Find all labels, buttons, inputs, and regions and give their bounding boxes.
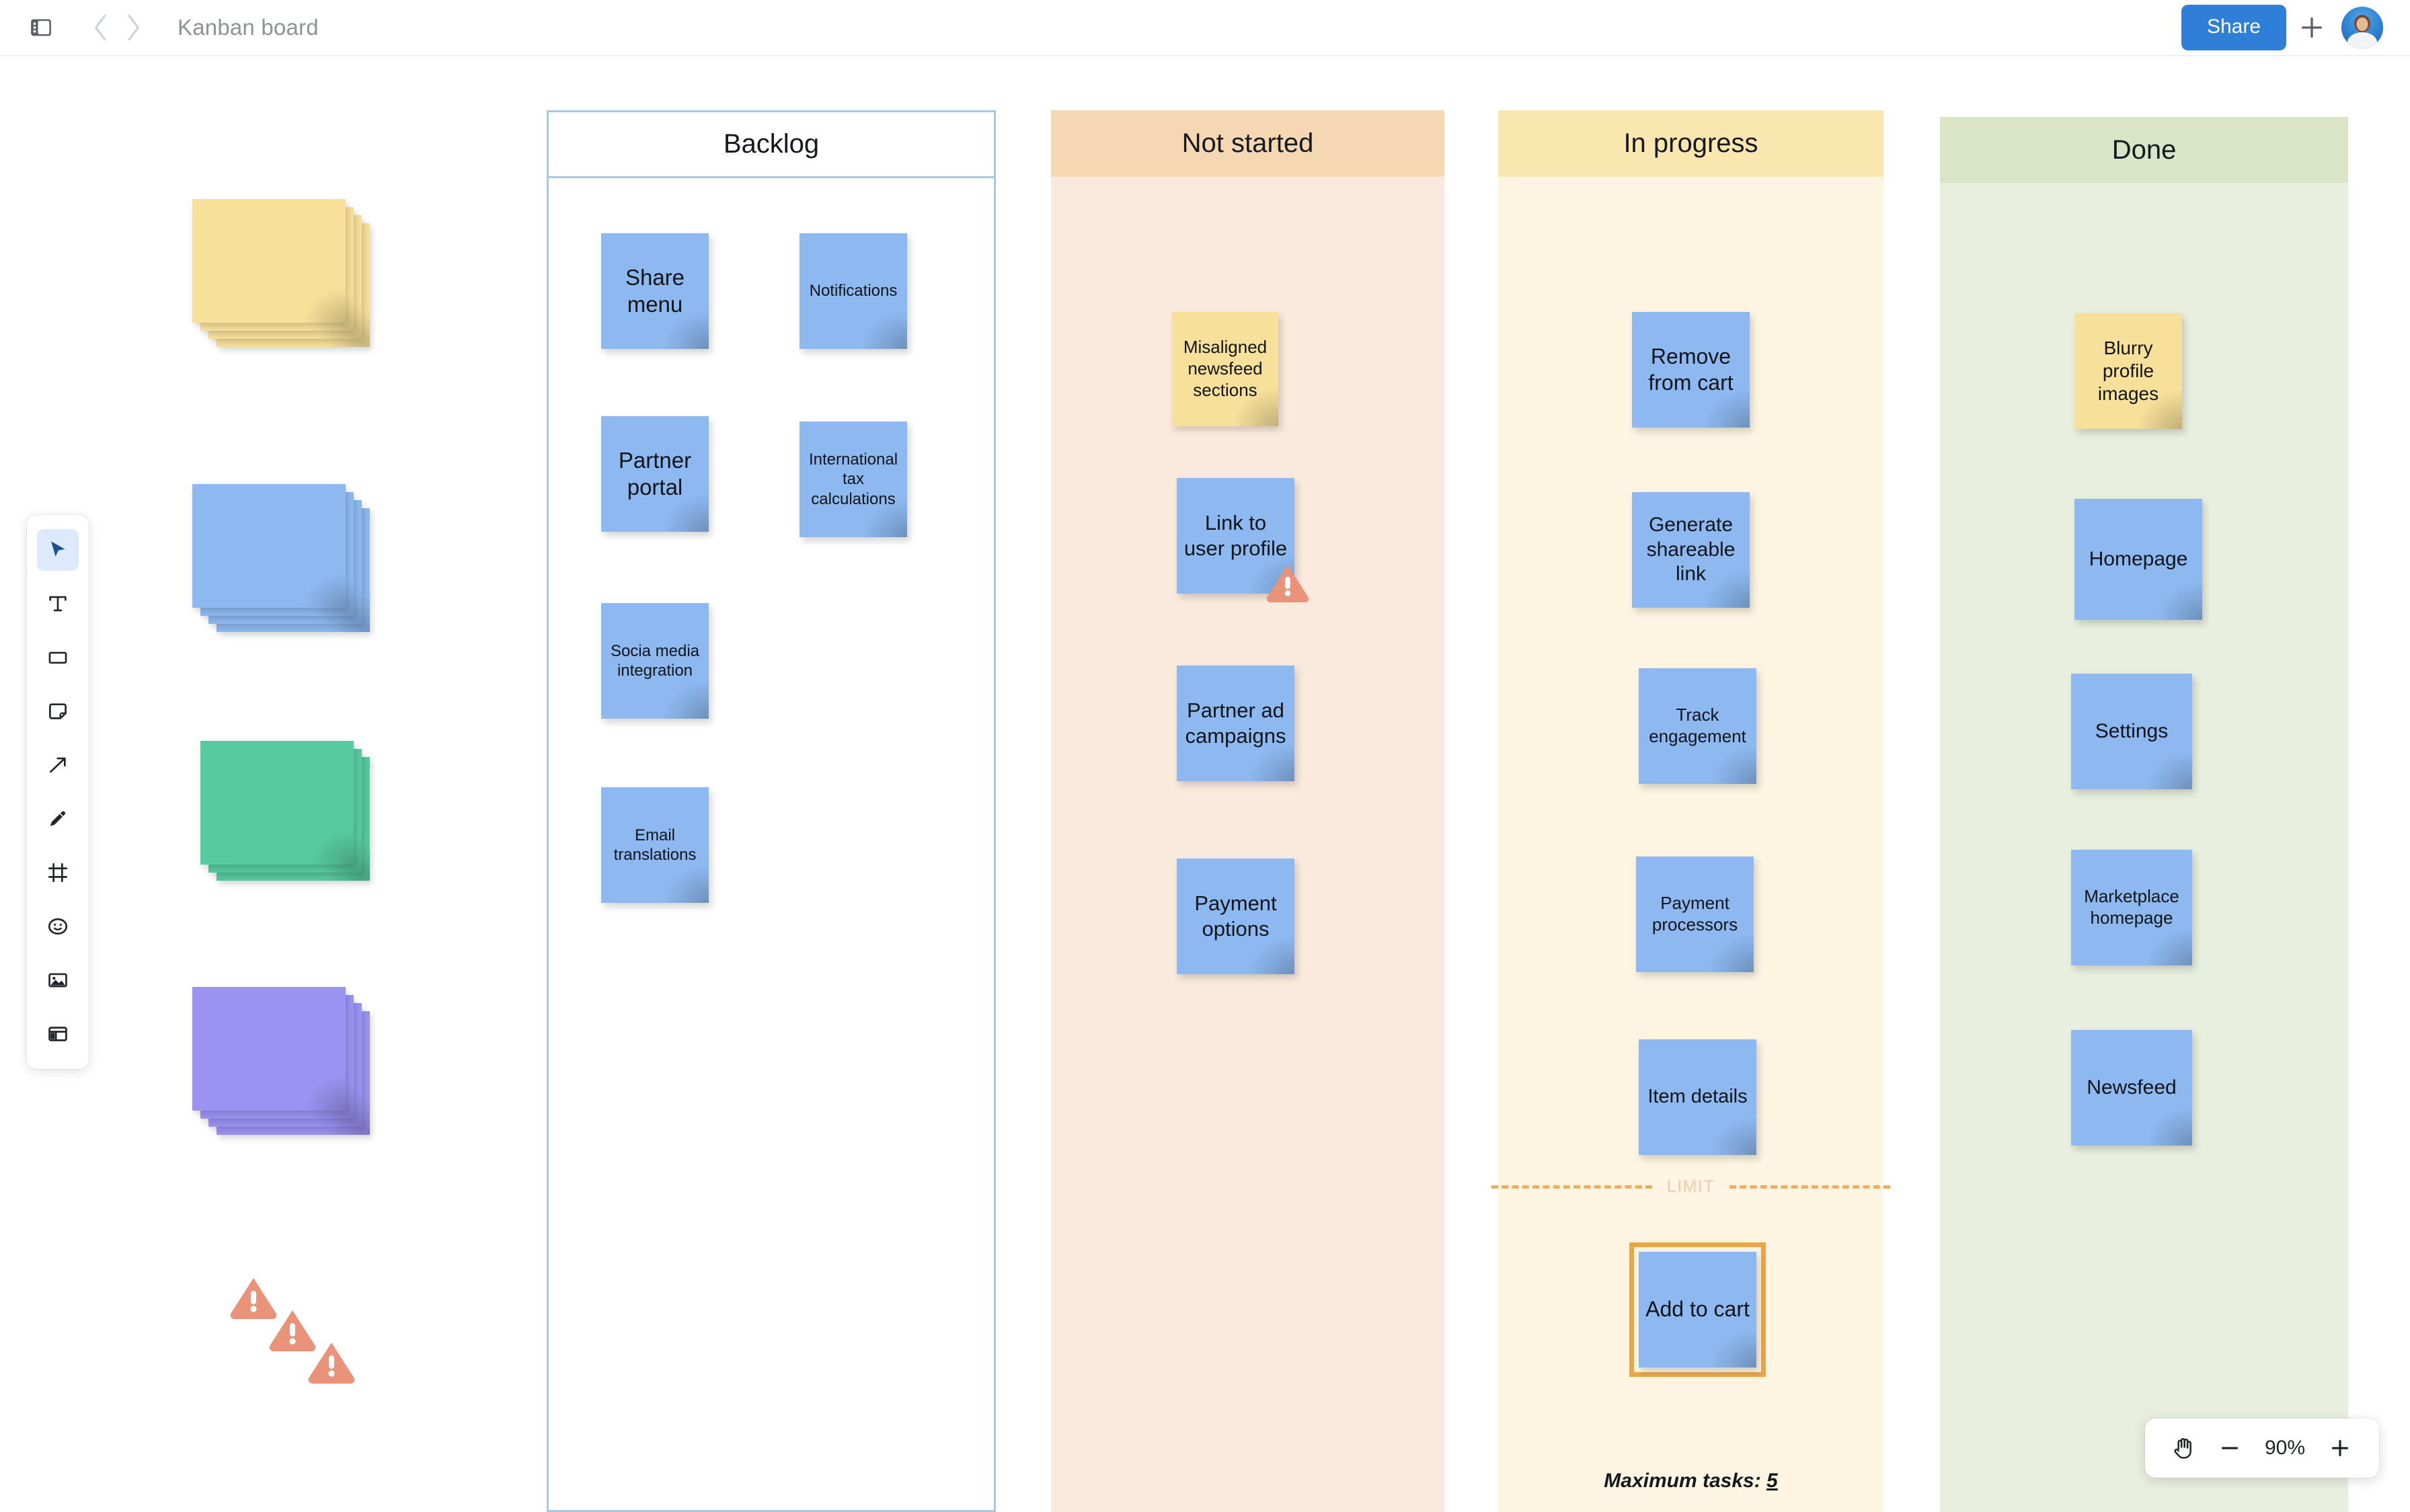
sticky-note[interactable]: Blurry profile images <box>2074 313 2182 429</box>
sticky-note[interactable]: Email translations <box>601 787 709 903</box>
pencil-tool[interactable] <box>27 792 89 846</box>
sticky-note[interactable]: Track engagement <box>1639 668 1756 784</box>
column-title: Not started <box>1181 128 1314 158</box>
sticky-note[interactable]: Payment options <box>1177 859 1294 974</box>
column-header-not-started[interactable]: Not started <box>1051 110 1444 177</box>
sticky-note[interactable]: Newsfeed <box>2071 1030 2192 1146</box>
column-header-in-progress[interactable]: In progress <box>1498 110 1883 177</box>
frame-tool[interactable] <box>27 846 89 900</box>
sticky-note-text: Notifications <box>809 282 898 301</box>
sticky-note[interactable]: Settings <box>2071 674 2192 789</box>
max-tasks-label[interactable]: Maximum tasks: 5 <box>1498 1470 1883 1493</box>
share-button[interactable]: Share <box>2181 5 2286 50</box>
sticky-note-text: Blurry profile images <box>2097 337 2159 405</box>
sticky-note[interactable]: Socia media integration <box>601 603 709 719</box>
sticky-note-text: Remove from cart <box>1648 344 1734 395</box>
selection-frame[interactable] <box>1629 1242 1766 1377</box>
board-column-not-started[interactable]: Not started Misaligned newsfeed sections… <box>1051 110 1444 1512</box>
sticky-note[interactable]: Add to cart <box>1639 1252 1756 1367</box>
sticky-note-text: Payment options <box>1194 891 1277 941</box>
purple-sticky-stack[interactable] <box>192 987 370 1135</box>
limit-label: LIMIT <box>1666 1177 1715 1196</box>
sticky-note-tool[interactable] <box>27 684 89 738</box>
max-tasks-value[interactable]: 5 <box>1766 1470 1778 1492</box>
board-column-backlog[interactable]: Backlog Share menu Notifications Partner… <box>547 110 996 1512</box>
column-header-backlog[interactable]: Backlog <box>549 112 994 178</box>
zoom-in-button[interactable] <box>2319 1427 2362 1470</box>
sticky-note-text: Misaligned newsfeed sections <box>1183 337 1268 400</box>
avatar[interactable] <box>2341 7 2383 48</box>
sticky-note-text: Settings <box>2095 719 2169 742</box>
sticky-note-text: Homepage <box>2089 547 2188 570</box>
sticky-note-text: Share menu <box>625 264 685 317</box>
sticky-note[interactable]: Notifications <box>800 233 907 349</box>
sticky-note-text: Track engagement <box>1649 705 1746 746</box>
warning-triangle-icon[interactable] <box>307 1339 356 1387</box>
image-tool[interactable] <box>27 953 89 1007</box>
sticky-note[interactable]: International tax calculations <box>800 422 907 537</box>
text-tool[interactable] <box>27 577 89 631</box>
column-title: Backlog <box>723 129 820 159</box>
sticky-note[interactable]: Link to user profile <box>1177 478 1309 603</box>
smiley-tool[interactable] <box>27 900 89 953</box>
sticky-note-text: Generate shareable link <box>1646 514 1736 586</box>
sticky-note-text: International tax calculations <box>808 450 898 508</box>
sticky-note-text: Marketplace homepage <box>2084 886 2179 928</box>
warning-triangle-icon[interactable] <box>1265 562 1311 608</box>
zoom-out-button[interactable] <box>2208 1427 2251 1470</box>
board-canvas[interactable]: Backlog Share menu Notifications Partner… <box>0 56 2410 1512</box>
sticky-note-text: Newsfeed <box>2087 1076 2177 1099</box>
sticky-note-text: Email translations <box>613 826 697 864</box>
column-header-done[interactable]: Done <box>1940 117 2348 183</box>
sticky-note-text: Link to user profile <box>1183 511 1288 560</box>
sticky-note[interactable]: Homepage <box>2074 499 2202 620</box>
sticky-note[interactable]: Marketplace homepage <box>2071 850 2192 965</box>
tool-rail <box>27 515 89 1069</box>
sticky-note[interactable]: Remove from cart <box>1632 312 1750 428</box>
sticky-note-text: Partner ad campaigns <box>1185 699 1286 748</box>
zoom-control: 90% <box>2145 1419 2379 1478</box>
sticky-note[interactable]: Partner portal <box>601 416 709 532</box>
yellow-sticky-stack[interactable] <box>192 199 370 347</box>
board-column-in-progress[interactable]: In progress Remove from cart Generate sh… <box>1491 110 1890 1512</box>
plus-icon[interactable] <box>2286 2 2337 53</box>
board-column-done[interactable]: Done Blurry profile images Homepage Sett… <box>1940 117 2348 1512</box>
top-bar-actions: Share <box>2181 2 2383 53</box>
sticky-note-text: Item details <box>1647 1086 1748 1108</box>
green-sticky-stack[interactable] <box>200 741 375 882</box>
rectangle-tool[interactable] <box>27 631 89 684</box>
warning-triangle-icon[interactable] <box>268 1307 317 1355</box>
select-tool[interactable] <box>27 523 89 577</box>
sticky-note-text: Payment processors <box>1651 893 1738 934</box>
sticky-note-text: Add to cart <box>1645 1297 1750 1322</box>
back-button[interactable] <box>85 11 117 44</box>
sticky-note-text: Socia media integration <box>610 641 700 680</box>
column-title: Done <box>2111 134 2177 165</box>
sticky-note[interactable]: Generate shareable link <box>1632 492 1750 608</box>
top-bar: Kanban board Share <box>0 0 2410 56</box>
hand-pan-icon[interactable] <box>2163 1427 2206 1470</box>
warning-triangle-icon[interactable] <box>229 1275 278 1322</box>
sticky-note[interactable]: Payment processors <box>1636 857 1754 972</box>
zoom-level[interactable]: 90% <box>2264 1437 2306 1459</box>
sidebar-panel-icon[interactable] <box>27 13 55 42</box>
warning-triangle-cluster[interactable] <box>229 1275 383 1389</box>
sticky-note[interactable]: Share menu <box>601 233 709 349</box>
document-title[interactable]: Kanban board <box>178 15 319 40</box>
max-tasks-text: Maximum tasks: <box>1604 1470 1761 1492</box>
sticky-note-text: Partner portal <box>618 447 692 500</box>
blue-sticky-stack[interactable] <box>192 484 370 632</box>
sticky-note[interactable]: Partner ad campaigns <box>1177 666 1294 781</box>
arrow-tool[interactable] <box>27 738 89 792</box>
column-title: In progress <box>1623 128 1758 158</box>
template-tool[interactable] <box>27 1007 89 1061</box>
limit-divider: LIMIT <box>1491 1177 1890 1196</box>
sticky-note[interactable]: Item details <box>1639 1039 1756 1155</box>
sticky-note[interactable]: Misaligned newsfeed sections <box>1172 312 1278 426</box>
forward-button[interactable] <box>117 11 149 44</box>
